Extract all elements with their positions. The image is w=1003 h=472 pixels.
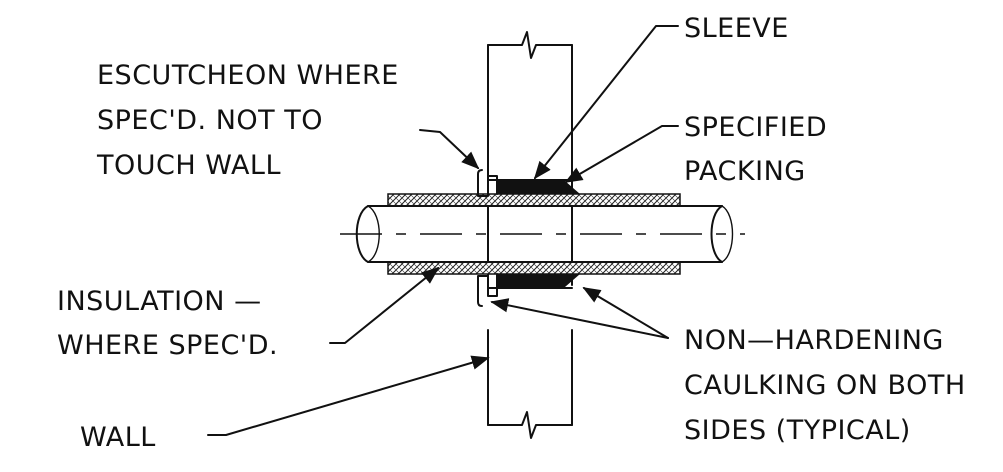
svg-text:WHERE SPEC'D.: WHERE SPEC'D. — [57, 330, 278, 361]
label-sleeve: SLEEVE — [684, 13, 789, 44]
packing-top — [497, 181, 580, 194]
insulation-top — [387, 193, 681, 207]
label-packing: SPECIFIED PACKING — [684, 112, 827, 187]
packing-bottom — [497, 274, 580, 287]
svg-text:INSULATION —: INSULATION — — [57, 286, 262, 317]
leader-wall — [207, 355, 490, 436]
svg-text:CAULKING ON BOTH: CAULKING ON BOTH — [684, 370, 966, 401]
leader-packing — [564, 125, 679, 183]
label-caulking: NON—HARDENING CAULKING ON BOTH SIDES (TY… — [684, 325, 966, 446]
label-insulation: INSULATION — WHERE SPEC'D. — [57, 286, 278, 361]
svg-text:NON—HARDENING: NON—HARDENING — [684, 325, 944, 356]
label-escutcheon: ESCUTCHEON WHERE SPEC'D. NOT TO TOUCH WA… — [96, 60, 399, 181]
svg-text:SPECIFIED: SPECIFIED — [684, 112, 827, 143]
label-wall: WALL — [80, 422, 156, 453]
leader-escutcheon — [419, 129, 480, 170]
leader-insulation — [329, 266, 440, 344]
escutcheon-bottom — [477, 273, 498, 307]
svg-text:ESCUTCHEON WHERE: ESCUTCHEON WHERE — [97, 60, 399, 91]
leader-caulking-right — [582, 287, 669, 339]
svg-text:PACKING: PACKING — [684, 156, 806, 187]
leader-sleeve — [533, 25, 679, 180]
wall-break-top — [487, 31, 573, 59]
wall-break-bottom — [487, 411, 573, 439]
svg-text:SPEC'D. NOT TO: SPEC'D. NOT TO — [97, 105, 323, 136]
svg-text:TOUCH WALL: TOUCH WALL — [96, 150, 281, 181]
svg-text:SIDES (TYPICAL): SIDES (TYPICAL) — [684, 415, 911, 446]
escutcheon-top — [477, 169, 498, 197]
wall — [487, 31, 573, 439]
leader-caulking-left — [490, 298, 669, 339]
pipe — [340, 205, 745, 263]
